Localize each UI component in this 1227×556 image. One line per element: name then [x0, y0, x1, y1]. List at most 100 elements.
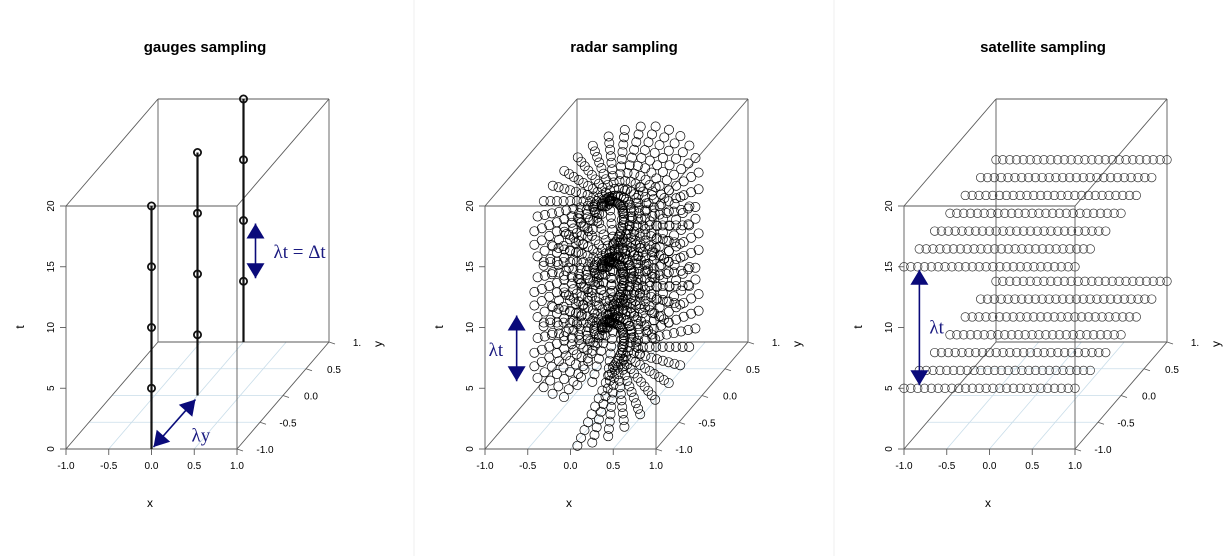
satellite-point [986, 330, 996, 340]
radar-point [641, 319, 652, 330]
satellite-point [942, 244, 952, 254]
radar-point [575, 339, 586, 350]
satellite-point [1148, 155, 1158, 165]
radar-point [631, 137, 642, 148]
radar-point [686, 187, 697, 198]
satellite-point [1003, 365, 1013, 376]
radar-point [668, 267, 679, 278]
satellite-point [1046, 155, 1056, 165]
radar-point [663, 296, 674, 307]
satellite-point [1025, 276, 1035, 286]
radar-point [604, 416, 615, 427]
radar-point [559, 165, 570, 176]
satellite-point [1044, 294, 1054, 304]
x-tick-label: 0.0 [564, 461, 578, 472]
satellite-point [989, 172, 999, 183]
gauge-point [192, 269, 202, 279]
satellite-point [1063, 190, 1073, 201]
satellite-point [930, 347, 940, 358]
satellite-point [1030, 244, 1041, 254]
radar-point [644, 240, 655, 251]
radar-point [661, 268, 672, 279]
satellite-point [1003, 172, 1013, 183]
radar-point [553, 303, 564, 314]
radar-point [669, 358, 680, 369]
radar-point [649, 247, 660, 258]
satellite-point [967, 262, 978, 272]
radar-point [606, 218, 617, 229]
satellite-point [1013, 208, 1024, 218]
radar-point [626, 387, 637, 397]
radar-point [617, 347, 628, 358]
radar-point [551, 369, 562, 379]
satellite-point [1027, 208, 1037, 218]
lambda-t-arrow-head [910, 370, 929, 386]
radar-point [536, 356, 547, 367]
satellite-point [1088, 208, 1099, 218]
satellite-point [1058, 244, 1068, 254]
satellite-point [1097, 312, 1107, 322]
radar-point [559, 183, 570, 194]
satellite-point [1082, 330, 1092, 340]
radar-point [617, 146, 628, 157]
radar-point [690, 213, 701, 224]
radar-point [604, 295, 615, 306]
radar-point [563, 262, 574, 273]
radar-point [652, 354, 662, 365]
satellite-point [1042, 312, 1053, 322]
radar-point [626, 207, 637, 218]
satellite-point [1054, 208, 1065, 218]
satellite-point [1010, 365, 1020, 376]
radar-point [593, 414, 604, 425]
radar-point [570, 298, 581, 309]
x-tick-label: 1.0 [649, 461, 663, 472]
radar-point [585, 256, 596, 267]
satellite-point [1111, 190, 1121, 201]
x-tick-label: 1.0 [230, 461, 244, 472]
box-edge [484, 98, 578, 207]
radar-point [587, 376, 598, 387]
radar-point [529, 287, 540, 297]
satellite-point [1003, 244, 1013, 254]
satellite-point [974, 312, 984, 322]
satellite-point [1030, 294, 1041, 304]
radar-point [606, 402, 617, 412]
radar-point [581, 205, 592, 216]
satellite-point [1011, 276, 1022, 286]
radar-point [544, 220, 555, 231]
satellite-point [962, 365, 972, 376]
radar-point [566, 332, 577, 343]
radar-point [646, 291, 657, 302]
satellite-point [1101, 226, 1111, 236]
t-tick-label: 10 [465, 322, 476, 334]
y-tick [259, 421, 267, 425]
radar-point [552, 196, 562, 207]
satellite-point [947, 262, 957, 272]
satellite-point [995, 262, 1005, 272]
y-tick-label: 1. [772, 338, 780, 349]
radar-point [607, 326, 618, 337]
radar-point [618, 217, 629, 228]
y-tick [747, 341, 755, 345]
radar-point [651, 341, 662, 352]
satellite-point [1093, 155, 1104, 165]
satellite-point [1039, 347, 1049, 358]
satellite-point [995, 383, 1005, 393]
radar-point [684, 262, 695, 273]
radar-point [559, 392, 569, 403]
radar-point [657, 227, 668, 238]
satellite-point [1148, 276, 1158, 286]
radar-point [591, 422, 602, 433]
radar-point [675, 299, 686, 310]
radar-point [635, 292, 646, 303]
chart-title: satellite sampling [980, 39, 1106, 56]
satellite-point [1155, 155, 1165, 165]
satellite-point [935, 244, 945, 254]
satellite-point [969, 365, 979, 376]
radar-point [620, 370, 631, 381]
radar-point [619, 185, 630, 196]
radar-point [633, 208, 644, 219]
radar-point [654, 372, 665, 383]
radar-point [652, 160, 663, 171]
radar-point [668, 206, 679, 217]
